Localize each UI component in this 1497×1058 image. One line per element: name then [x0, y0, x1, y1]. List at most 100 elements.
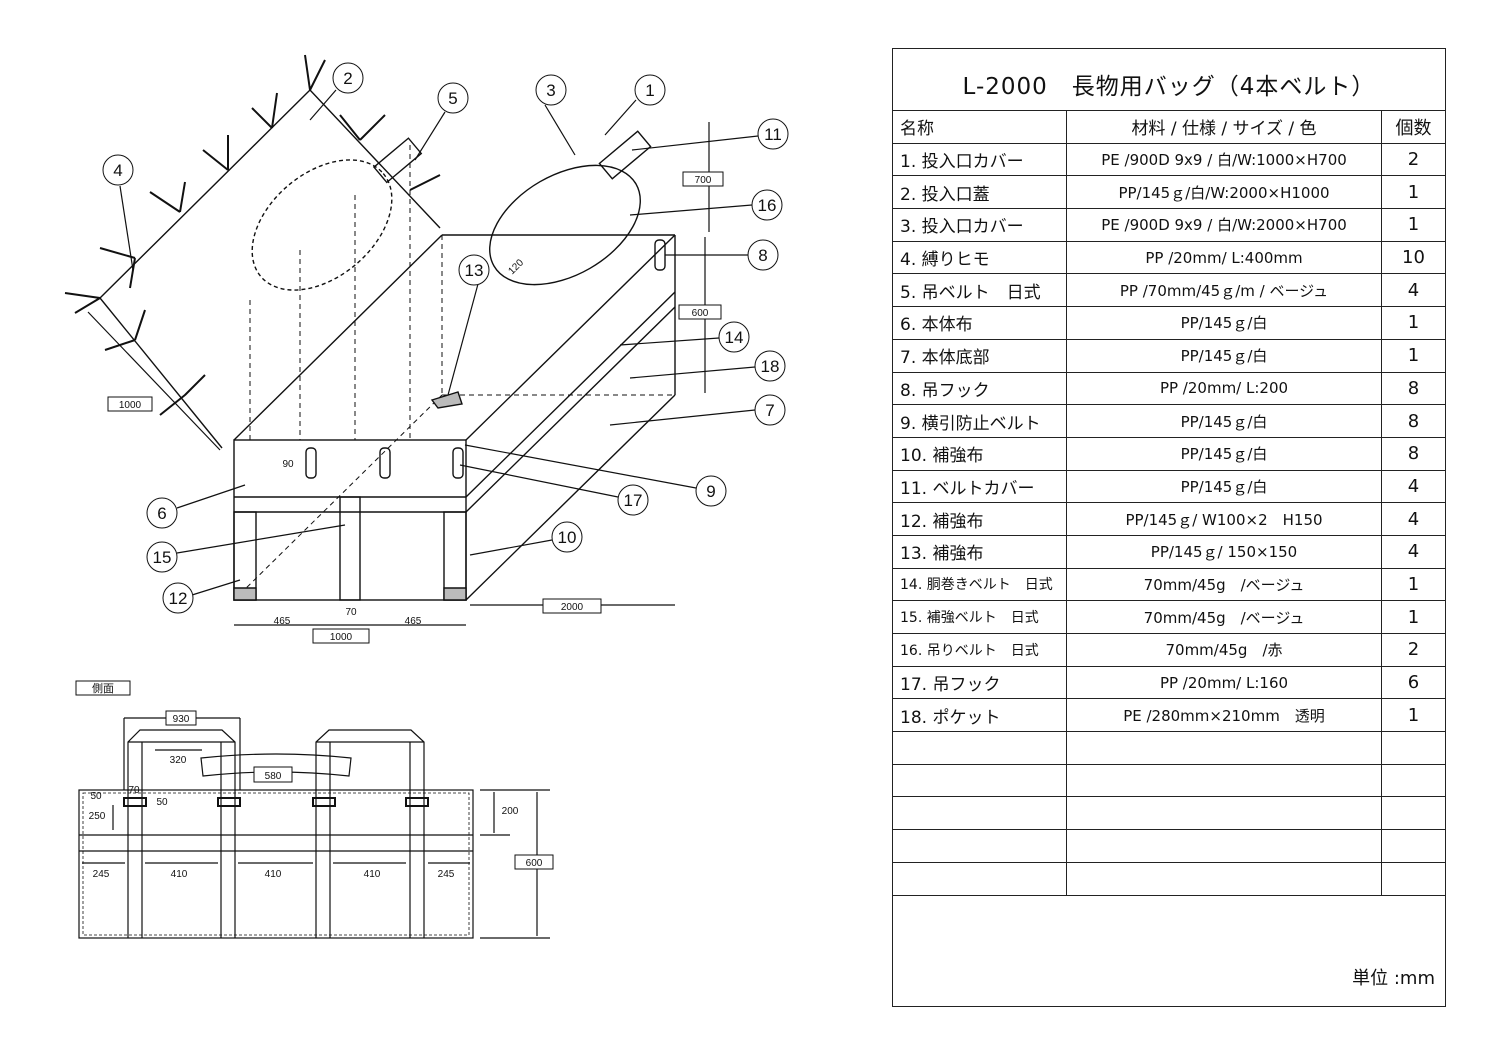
cell-spec: PP /20mm/ L:200: [1067, 372, 1382, 405]
cell-name: 5. 吊ベルト 日式: [893, 274, 1067, 307]
leader-lines: [87, 89, 759, 626]
tie-strings: [64, 54, 441, 416]
cell-name: 17. 吊フック: [893, 666, 1067, 699]
cell-qty: [1382, 732, 1445, 764]
callout-6: 6: [146, 497, 178, 529]
callout-1: 1: [634, 74, 666, 106]
svg-text:2000: 2000: [561, 602, 584, 613]
callout-16: 16: [751, 189, 783, 221]
callout-10: 10: [551, 521, 583, 553]
cell-name: 8. 吊フック: [893, 372, 1067, 405]
cell-qty: 8: [1407, 377, 1420, 399]
svg-text:250: 250: [89, 811, 106, 822]
svg-text:930: 930: [173, 714, 190, 725]
cell-qty: [1382, 765, 1445, 797]
svg-text:3: 3: [546, 81, 555, 100]
callout-11: 11: [757, 118, 789, 150]
body-front-face: [233, 439, 467, 601]
cell-qty: 4: [1407, 508, 1420, 530]
cell-qty: 8: [1407, 443, 1420, 465]
empty-row: [893, 732, 1445, 765]
svg-text:13: 13: [465, 261, 484, 280]
side-view: 側面 930 320 580 70 50 50 250 200 6: [75, 680, 554, 939]
cell-name: 11. ベルトカバー: [893, 470, 1067, 503]
cell-spec: PP/145ｇ/白: [1067, 405, 1382, 437]
svg-text:15: 15: [153, 548, 172, 567]
cell-name: 13. 補強布: [893, 535, 1067, 568]
svg-text:2: 2: [343, 69, 352, 88]
cell-qty: [1382, 830, 1445, 862]
cell-name: 3. 投入口カバー: [893, 209, 1067, 241]
cell-name: 4. 縛りヒモ: [893, 241, 1067, 274]
cell-spec: PE /900D 9x9 / 白/W:2000×H700: [1067, 209, 1382, 241]
svg-text:600: 600: [526, 858, 543, 869]
callout-7: 7: [754, 394, 786, 426]
unit-label: 単位 :mm: [1352, 968, 1435, 989]
cell-spec: PP /70mm/45ｇ/m / ベージュ: [1067, 274, 1382, 307]
cell-qty: [1382, 797, 1445, 829]
cell-spec: [1067, 830, 1382, 862]
svg-text:410: 410: [171, 869, 188, 880]
cell-name: [893, 830, 1067, 862]
callout-8: 8: [747, 239, 779, 271]
cell-name: [893, 764, 1067, 797]
callout-2: 2: [332, 62, 364, 94]
cell-qty: 1: [1407, 606, 1420, 628]
cell-spec: PP/145ｇ/白: [1067, 339, 1382, 372]
svg-text:1000: 1000: [330, 632, 353, 643]
callout-5: 5: [437, 82, 469, 114]
cell-spec: PP/145ｇ/ W100×2 H150: [1067, 503, 1382, 535]
callout-3: 3: [535, 74, 567, 106]
cell-spec: [1067, 862, 1382, 895]
svg-text:245: 245: [93, 869, 110, 880]
svg-text:10: 10: [558, 528, 577, 547]
header-spec: 材料 / 仕様 / サイズ / 色: [1067, 111, 1382, 143]
header-qty: 個数: [1395, 117, 1432, 139]
cell-name: 7. 本体底部: [893, 339, 1067, 372]
table-header: 名称 材料 / 仕様 / サイズ / 色 個数: [893, 111, 1445, 144]
callout-14: 14: [718, 321, 750, 353]
svg-text:1: 1: [645, 81, 654, 100]
side-view-label: 側面: [92, 682, 114, 695]
cell-qty: 1: [1407, 312, 1420, 334]
cell-qty: 4: [1407, 475, 1420, 497]
cell-spec: 70mm/45g /ベージュ: [1067, 601, 1382, 633]
cell-qty: 6: [1407, 672, 1420, 694]
cell-spec: PP/145ｇ/白: [1067, 307, 1382, 339]
belt-front-left: [233, 511, 257, 601]
svg-text:200: 200: [502, 806, 519, 817]
belt-front-mid: [339, 496, 361, 601]
callout-9: 9: [695, 475, 727, 507]
cell-spec: PP/145ｇ/白: [1067, 437, 1382, 470]
cell-spec: [1067, 732, 1382, 764]
cell-spec: [1067, 764, 1382, 797]
cell-spec: 70mm/45g /ベージュ: [1067, 568, 1382, 601]
cell-spec: PP /20mm/ L:160: [1067, 666, 1382, 699]
header-name: 名称: [893, 111, 1067, 143]
cell-name: 18. ポケット: [893, 699, 1067, 732]
svg-text:50: 50: [156, 797, 168, 808]
dimension-labels: 1000 700 600 2000 465 70 465 1000 90 120: [107, 171, 724, 644]
cell-qty: [1382, 863, 1445, 895]
cell-qty: 1: [1407, 181, 1420, 203]
cell-name: 16. 吊りベルト 日式: [893, 634, 1067, 666]
svg-text:600: 600: [692, 308, 709, 319]
empty-row: [893, 797, 1445, 831]
svg-text:120: 120: [506, 257, 526, 277]
cell-qty: 4: [1407, 541, 1420, 563]
belt-cover: [598, 130, 652, 180]
cell-qty: 2: [1407, 639, 1420, 661]
technical-drawing: 1 2 3 4 5 6 7 8 9 10 11 12 13 14 15 16 1…: [64, 54, 789, 939]
cell-name: 1. 投入口カバー: [893, 143, 1067, 176]
cell-qty: 1: [1407, 345, 1420, 367]
svg-text:16: 16: [758, 196, 777, 215]
